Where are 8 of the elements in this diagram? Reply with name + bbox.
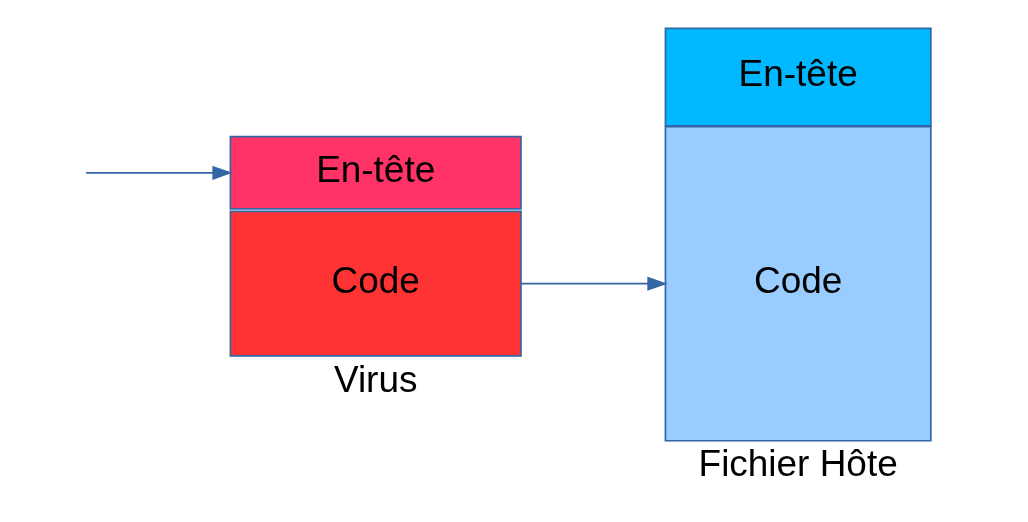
node-label: Virus bbox=[333, 359, 417, 401]
arrow bbox=[84, 165, 233, 180]
node-box: Code bbox=[664, 125, 932, 442]
node-box: En-tête bbox=[229, 135, 522, 210]
node-box: Code bbox=[229, 210, 522, 357]
node-box: En-tête bbox=[664, 27, 932, 127]
node-label: Fichier Hôte bbox=[698, 443, 898, 485]
arrow bbox=[519, 276, 667, 291]
